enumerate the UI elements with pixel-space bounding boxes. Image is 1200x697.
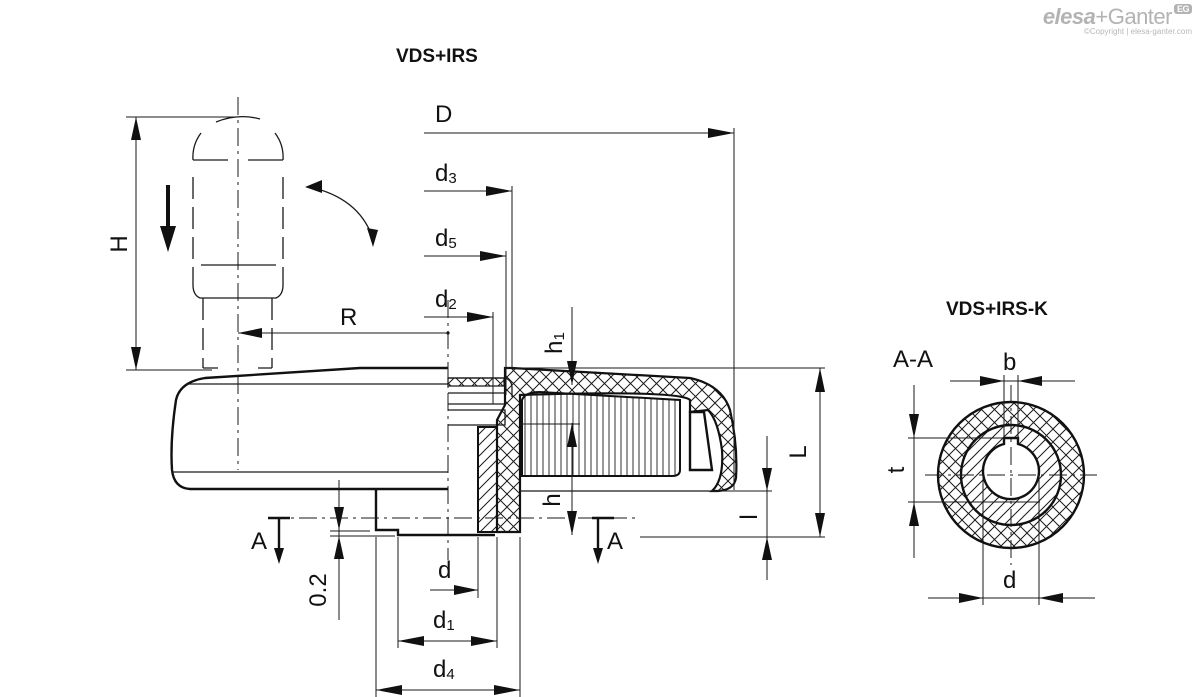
section-view-title: VDS+IRS-K <box>946 299 1048 320</box>
dim-label-l: l <box>736 514 763 519</box>
dimension-d: d <box>430 537 479 598</box>
copyright-text: ©Copyright | elesa-ganter.com <box>1083 27 1192 36</box>
handle-grip-sides <box>192 177 284 285</box>
plastic-rim-section <box>495 366 738 534</box>
push-down-arrow-icon <box>160 185 176 252</box>
dim-label-h: h <box>539 493 566 506</box>
dim-label-d5: d5 <box>435 225 457 252</box>
dim-label-d4: d4 <box>433 656 455 683</box>
dim-label-R: R <box>340 304 357 331</box>
dim-label-D: D <box>435 101 452 128</box>
dimension-d5: d5 <box>424 225 507 395</box>
dimension-offset: 0.2 <box>305 480 395 620</box>
hub-outline <box>374 489 495 537</box>
dimension-d2: d2 <box>424 286 494 404</box>
rim-pocket <box>688 410 714 472</box>
dim-label-H: H <box>106 235 133 252</box>
handle-dome <box>192 132 284 161</box>
dimension-R: R <box>238 304 450 338</box>
dimension-d3: d3 <box>424 160 513 368</box>
dim-label-b: b <box>1003 349 1016 376</box>
rotation-arrow-icon <box>305 180 378 247</box>
dim-label-section-d: d <box>1003 567 1016 594</box>
dimension-h1: h1 <box>505 307 825 385</box>
dim-label-d: d <box>438 557 451 584</box>
dimension-l: l <box>712 436 772 580</box>
section-label-right: A <box>607 528 623 555</box>
dim-label-offset: 0.2 <box>305 573 332 606</box>
section-label: A-A <box>893 346 933 373</box>
handwheel-body <box>170 300 738 560</box>
section-view-A-A: A-A b t d <box>883 346 1097 605</box>
dimension-H: H <box>106 117 141 370</box>
handle-grip-bottom <box>192 284 284 299</box>
dim-label-d3: d3 <box>435 160 457 187</box>
handle-top-arc <box>215 115 261 123</box>
dim-label-d2: d2 <box>435 286 457 313</box>
section-line-A-A: A A <box>251 516 640 564</box>
dimension-d1: d1 <box>397 537 498 648</box>
main-view-title: VDS+IRS <box>396 46 478 67</box>
knurled-hub <box>521 390 681 477</box>
dim-label-L: L <box>785 445 812 458</box>
revolving-handle <box>126 97 284 470</box>
dim-label-h1: h1 <box>541 332 568 354</box>
dimension-D: D <box>424 101 735 490</box>
section-label-left: A <box>251 528 267 555</box>
dimension-d4: d4 <box>375 537 521 697</box>
dim-label-d1: d1 <box>433 607 455 634</box>
wheel-left-outline <box>170 366 448 491</box>
keyed-bore <box>981 436 1041 501</box>
dimension-h: h <box>520 423 580 535</box>
dimension-L: L <box>640 368 825 538</box>
eg-badge: EG <box>1173 4 1192 14</box>
dim-label-t: t <box>883 466 910 473</box>
